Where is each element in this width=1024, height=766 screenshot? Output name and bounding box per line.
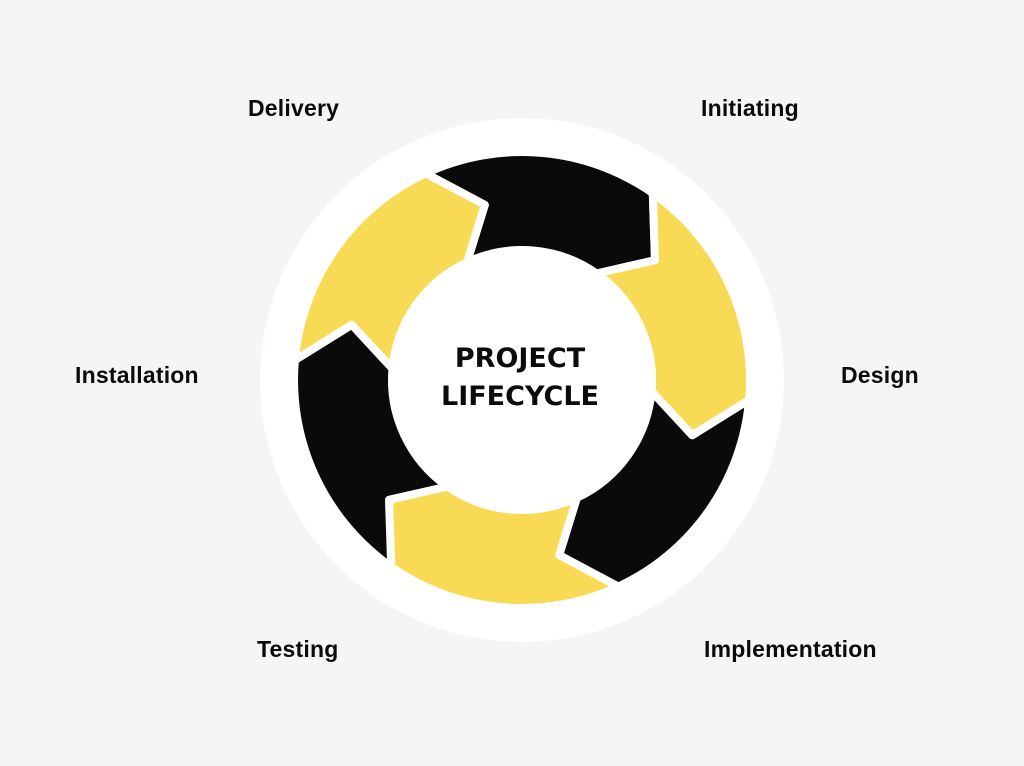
stage-label-design: Design bbox=[841, 362, 919, 388]
stage-label-testing: Testing bbox=[257, 636, 339, 662]
stage-label-initiating: Initiating bbox=[701, 95, 799, 121]
stage-label-implementation: Implementation bbox=[704, 636, 877, 662]
arrow-segment-delivery bbox=[290, 169, 489, 373]
center-title: PROJECT LIFECYCLE bbox=[420, 340, 620, 416]
center-title-line1: PROJECT bbox=[454, 343, 586, 374]
stage-label-delivery: Delivery bbox=[248, 95, 340, 121]
center-title-line2: LIFECYCLE bbox=[440, 381, 599, 412]
stage-label-installation: Installation bbox=[75, 362, 199, 388]
